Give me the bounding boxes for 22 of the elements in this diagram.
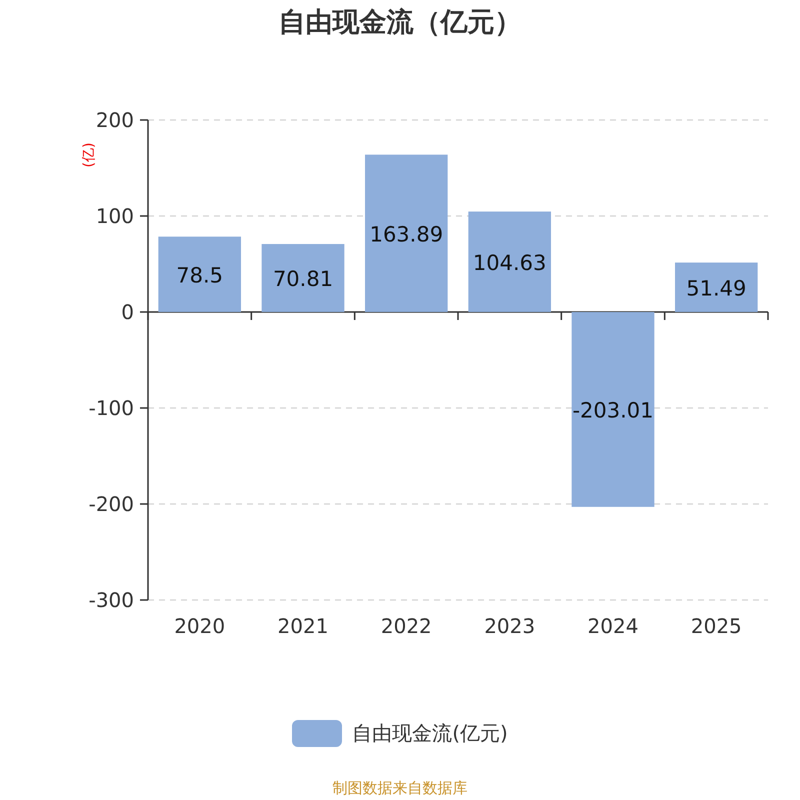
axis-tick-label: 2023 [484, 614, 536, 638]
axis-tick-label: 2025 [690, 614, 742, 638]
legend-label: 自由现金流(亿元) [352, 720, 508, 747]
data-label: -203.01 [572, 398, 654, 422]
axis-tick-label: 2022 [380, 614, 432, 638]
data-label: 163.89 [370, 222, 444, 246]
axis-tick-label: 2021 [278, 614, 328, 638]
axis-tick-label: 100 [96, 204, 134, 228]
axis-tick-label: -200 [88, 492, 134, 516]
data-label: 70.81 [272, 267, 334, 291]
chart-title: 自由现金流（亿元） [278, 6, 522, 40]
data-label: 78.5 [176, 263, 224, 288]
axis-tick-label: -300 [88, 588, 134, 612]
axis-tick-label: 2020 [174, 614, 226, 638]
axis-title: (亿) [81, 142, 97, 168]
axis-tick-label: 200 [96, 108, 134, 132]
data-label: 51.49 [686, 276, 746, 300]
axis-tick-label: -100 [88, 396, 134, 420]
data-label: 104.63 [472, 250, 546, 275]
source-note: 制图数据来自数据库 [332, 779, 468, 797]
axis-tick-label: 0 [121, 300, 134, 324]
axis-tick-label: 2024 [588, 614, 638, 638]
